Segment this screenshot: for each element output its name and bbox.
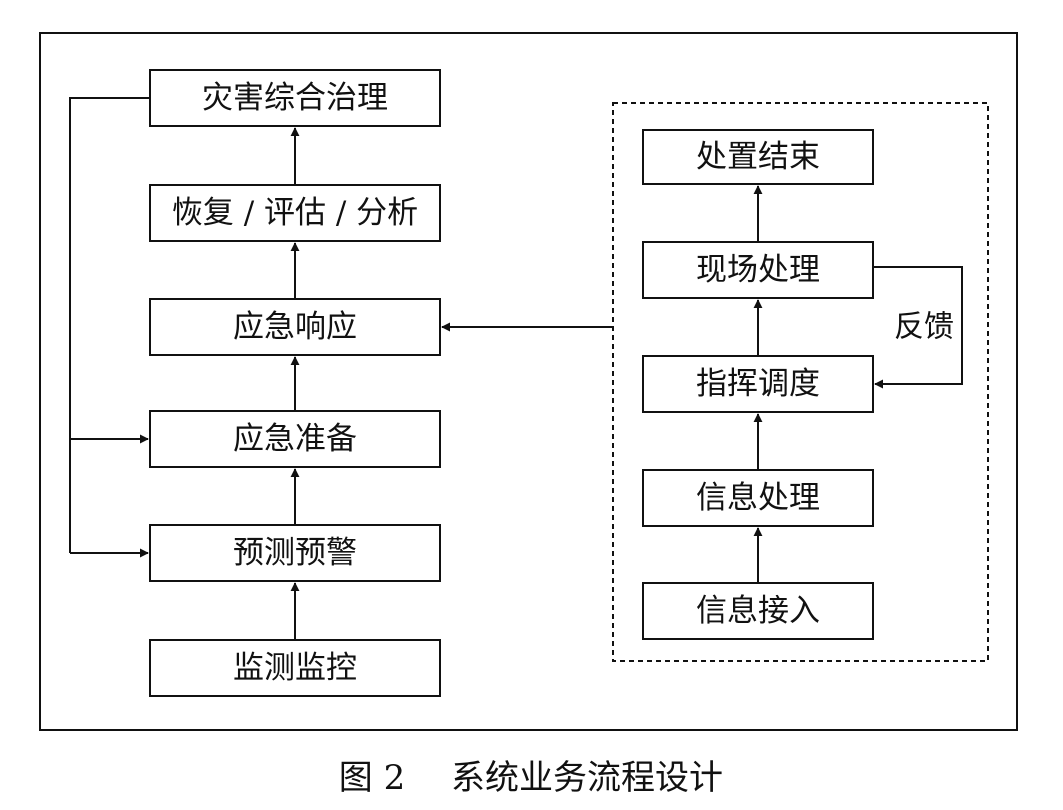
node-disaster-governance: 灾害综合治理	[149, 69, 441, 127]
governance-feedback-line	[69, 97, 150, 553]
node-monitoring-control: 监测监控	[149, 639, 441, 697]
node-label: 灾害综合治理	[202, 80, 388, 116]
node-forecast-warning: 预测预警	[149, 524, 441, 582]
node-emergency-preparation: 应急准备	[149, 410, 441, 468]
node-label: 应急准备	[233, 421, 357, 457]
node-label: 预测预警	[233, 535, 357, 571]
feedback-loop-line	[873, 266, 963, 389]
node-label: 指挥调度	[696, 366, 820, 402]
node-onsite-handling: 现场处理	[642, 241, 874, 299]
node-label: 信息接入	[696, 593, 820, 629]
figure-title: 系统业务流程设计	[451, 758, 723, 798]
node-information-access: 信息接入	[642, 582, 874, 640]
node-label: 现场处理	[696, 252, 820, 288]
node-label: 恢复 / 评估 / 分析	[172, 195, 418, 231]
node-command-dispatch: 指挥调度	[642, 355, 874, 413]
node-disposal-end: 处置结束	[642, 129, 874, 185]
node-label: 监测监控	[233, 650, 357, 686]
figure-number: 图 2	[339, 758, 405, 798]
node-label: 应急响应	[233, 309, 357, 345]
node-label: 信息处理	[696, 480, 820, 516]
node-information-processing: 信息处理	[642, 469, 874, 527]
node-label: 处置结束	[696, 139, 820, 175]
dashed-subsystem-frame	[612, 102, 989, 662]
outer-frame	[39, 32, 1018, 731]
node-emergency-response: 应急响应	[149, 298, 441, 356]
node-recovery-assessment-analysis: 恢复 / 评估 / 分析	[149, 184, 441, 242]
feedback-label: 反馈	[894, 310, 954, 345]
